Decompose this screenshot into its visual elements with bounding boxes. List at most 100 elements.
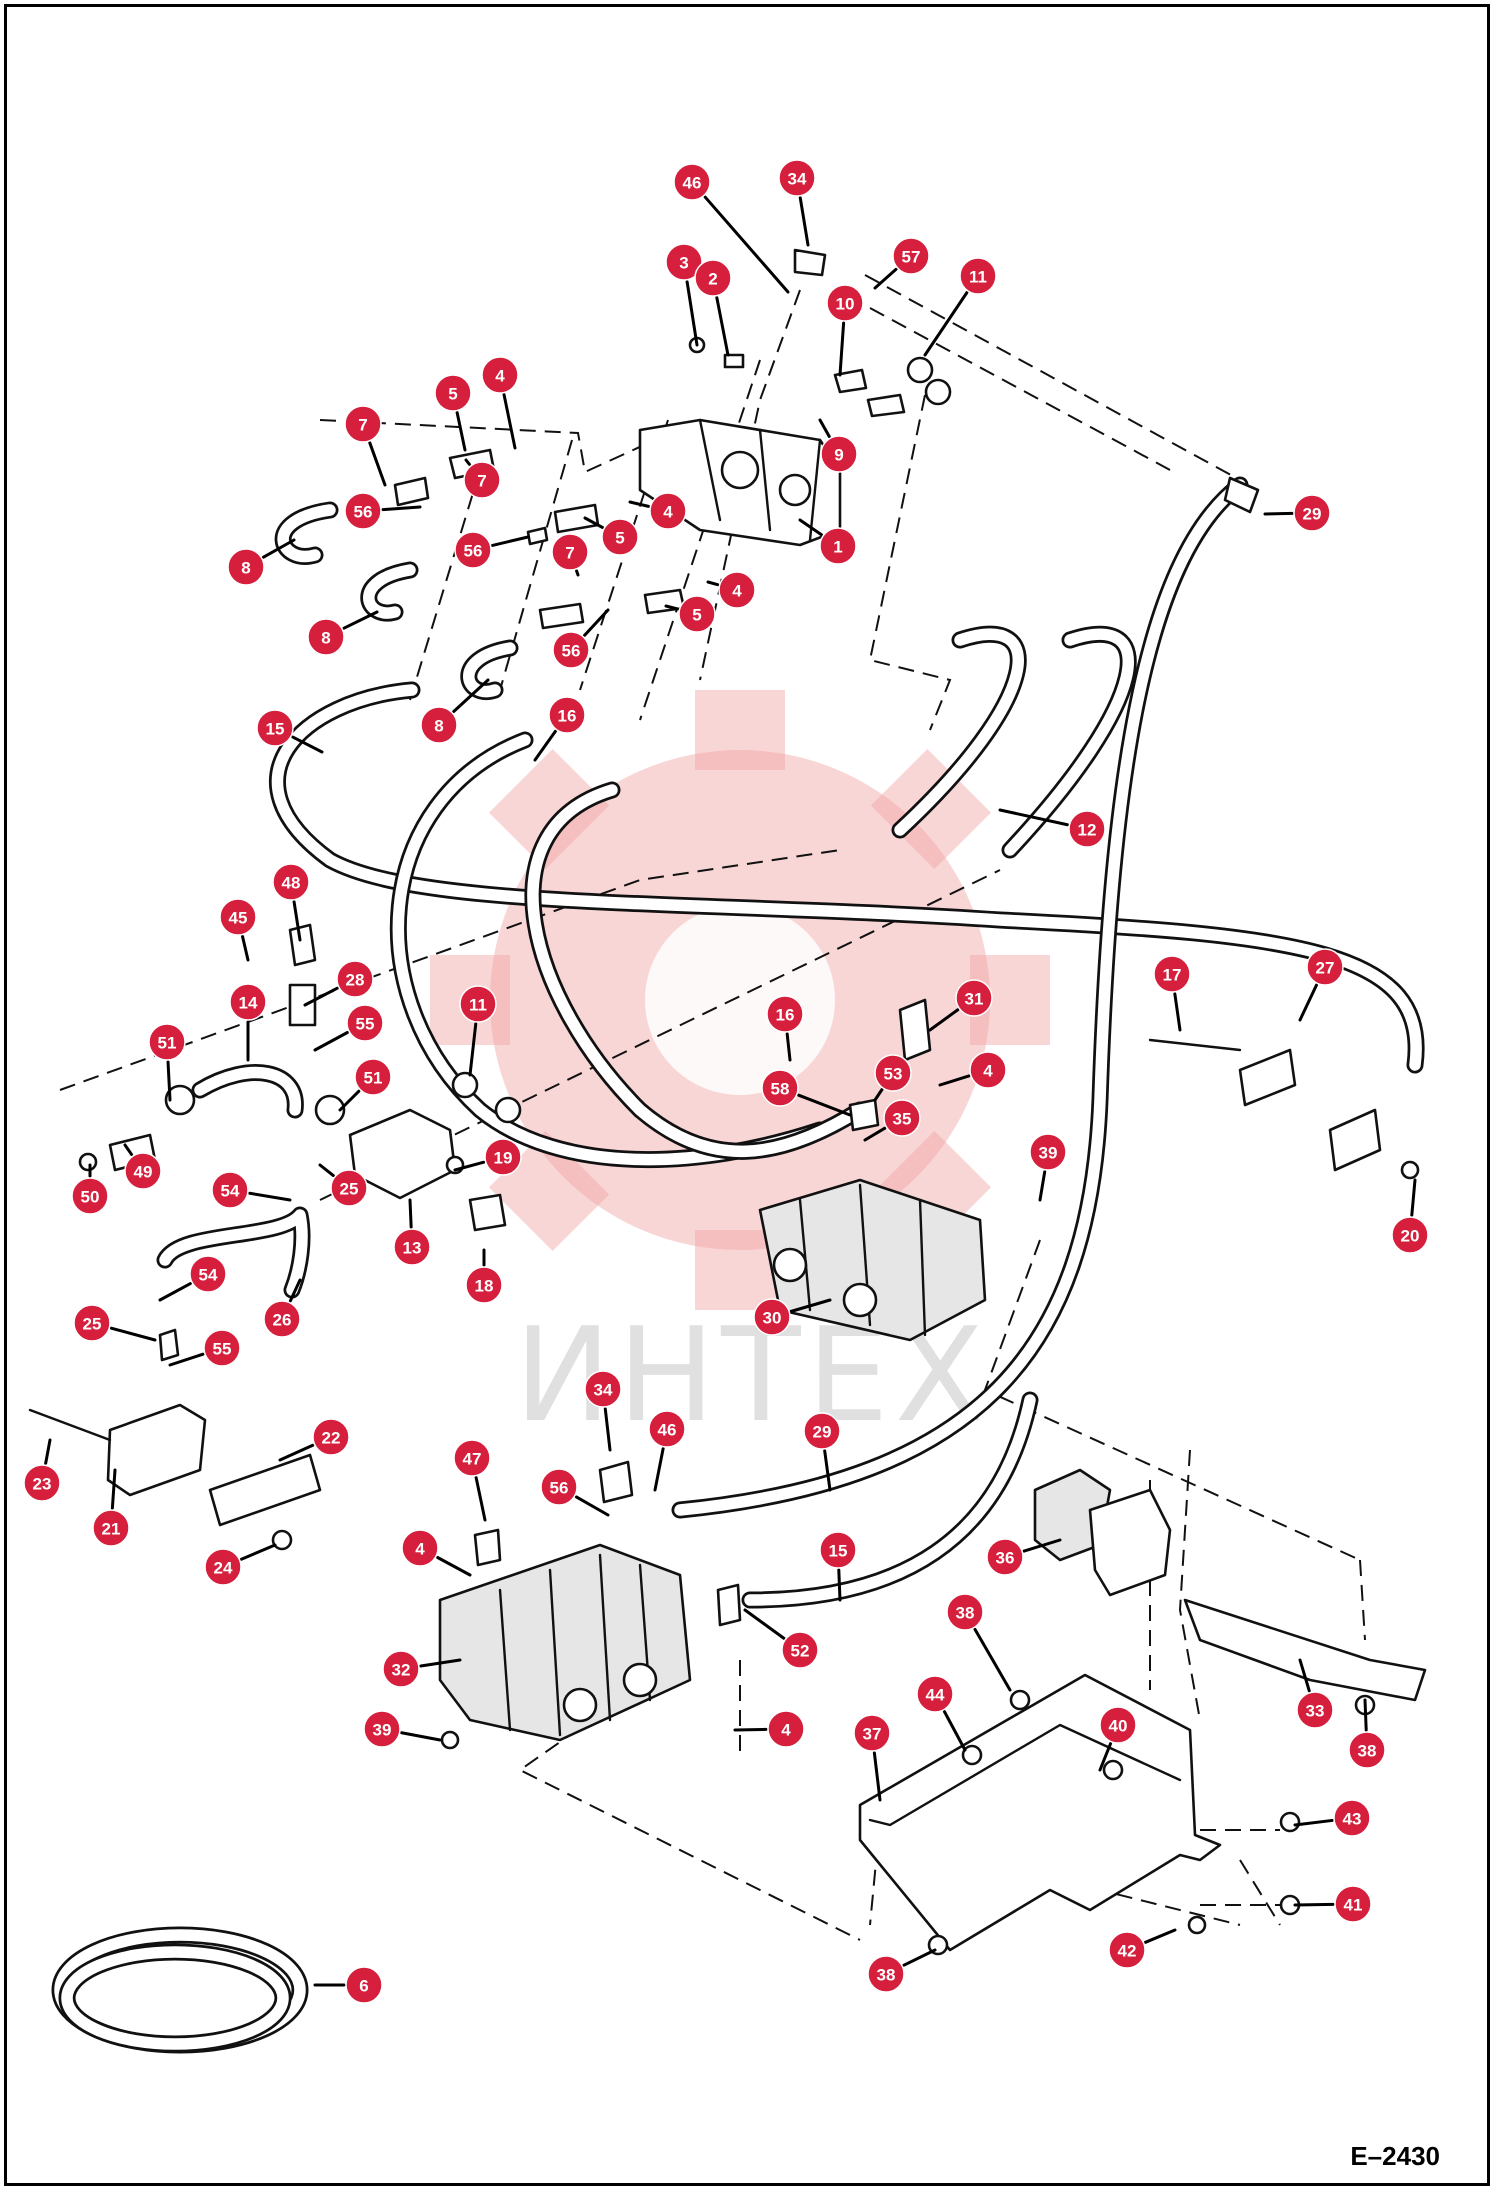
callout-label: 56 (562, 642, 581, 661)
callout-label: 36 (996, 1549, 1015, 1568)
callout-leader-line (938, 1074, 971, 1087)
callout-54: 54 (211, 1171, 249, 1209)
callout-6: 6 (345, 1966, 383, 2004)
callout-circle (874, 1054, 912, 1092)
callout-circle (307, 618, 345, 656)
callout-circle (767, 1710, 805, 1748)
callout-leader-line (453, 1160, 486, 1172)
callout-23: 23 (23, 1464, 61, 1502)
callout-circle (481, 356, 519, 394)
callout-51: 51 (354, 1058, 392, 1096)
callout-16: 16 (766, 995, 804, 1033)
callout-label: 44 (926, 1686, 945, 1705)
callout-leader-line (928, 1008, 960, 1032)
callout-leader-line (789, 1298, 832, 1313)
callout-leader-line (338, 1089, 361, 1112)
callout-circle (548, 696, 586, 734)
callout-circle (678, 595, 716, 633)
callout-leader-line (823, 1449, 832, 1492)
callout-label: 26 (273, 1311, 292, 1330)
callout-11: 11 (459, 985, 497, 1023)
brackets-33-37 (858, 1598, 1427, 1952)
callout-4: 4 (401, 1529, 439, 1567)
callout-leader-line (942, 1710, 967, 1752)
callout-leader-line (837, 1568, 842, 1602)
callout-label: 6 (359, 1977, 368, 1996)
callout-label: 52 (791, 1642, 810, 1661)
callout-leader-line (872, 1751, 882, 1802)
callout-circle (484, 1138, 522, 1176)
callout-circle (986, 1538, 1024, 1576)
callout-leader-line (166, 1060, 172, 1102)
callout-circle (330, 1169, 368, 1207)
callout-circle (453, 1439, 491, 1477)
callout-leader-line (468, 1022, 478, 1077)
callout-leader-line (291, 735, 324, 754)
callout-44: 44 (916, 1675, 954, 1713)
callout-label: 49 (134, 1163, 153, 1182)
callout-leader-line (653, 1447, 665, 1492)
callout-39: 39 (1029, 1133, 1067, 1171)
callout-leader-line (818, 418, 831, 439)
callout-7: 7 (344, 405, 382, 443)
callout-46: 46 (648, 1410, 686, 1448)
callout-label: 8 (321, 629, 330, 648)
callout-label: 15 (829, 1542, 848, 1561)
callout-54: 54 (189, 1255, 227, 1293)
callout-27: 27 (1306, 948, 1344, 986)
callout-circle (601, 518, 639, 556)
callout-circle (1029, 1133, 1067, 1171)
callout-leader-line (474, 1476, 487, 1522)
callout-circle (463, 461, 501, 499)
callout-label: 8 (241, 559, 250, 578)
callout-label: 46 (658, 1421, 677, 1440)
callout-4: 4 (718, 571, 756, 609)
callout-leader-line (998, 808, 1069, 827)
callout-circle (346, 1004, 384, 1042)
callout-circle (781, 1631, 819, 1669)
callout-circle (219, 898, 257, 936)
callout-label: 3 (679, 254, 688, 273)
callout-leader-line (797, 1093, 852, 1117)
callout-circle (189, 1255, 227, 1293)
callout-circle (540, 1468, 578, 1506)
callout-circle (1108, 1931, 1146, 1969)
callout-9: 9 (820, 435, 858, 473)
callout-circle (819, 1531, 857, 1569)
callout-label: 16 (558, 707, 577, 726)
callout-7: 7 (463, 461, 501, 499)
callout-leader-line (292, 900, 302, 942)
callout-circle (354, 1058, 392, 1096)
callout-leader-line (838, 321, 846, 377)
callout-24: 24 (204, 1548, 242, 1586)
callout-circle (124, 1152, 162, 1190)
callout-17: 17 (1153, 955, 1191, 993)
callout-label: 4 (983, 1062, 993, 1081)
mounting-blocks-27 (1148, 1038, 1420, 1180)
callout-label: 1 (833, 538, 842, 557)
callout-circle (694, 259, 732, 297)
callout-leader-line (973, 1627, 1012, 1692)
callout-circle (345, 1966, 383, 2004)
callout-label: 51 (158, 1034, 177, 1053)
callout-29: 29 (1293, 494, 1331, 532)
callout-label: 42 (1118, 1942, 1137, 1961)
callout-circle (552, 631, 590, 669)
drawing-frame (4, 4, 1490, 2186)
callout-leader-line (1143, 1928, 1177, 1944)
callout-circle (148, 1023, 186, 1061)
callout-47: 47 (453, 1439, 491, 1477)
callout-29: 29 (803, 1412, 841, 1450)
callout-label: 35 (893, 1110, 912, 1129)
callout-42: 42 (1108, 1931, 1146, 1969)
callout-label: 55 (213, 1340, 232, 1359)
callout-leader-line (703, 195, 790, 294)
callout-circle (946, 1593, 984, 1631)
callout-38: 38 (867, 1955, 905, 1993)
callout-label: 4 (781, 1721, 791, 1740)
callout-55: 55 (203, 1329, 241, 1367)
callout-label: 2 (708, 270, 717, 289)
callout-58: 58 (761, 1069, 799, 1107)
callout-label: 7 (565, 544, 574, 563)
callout-label: 12 (1078, 821, 1097, 840)
